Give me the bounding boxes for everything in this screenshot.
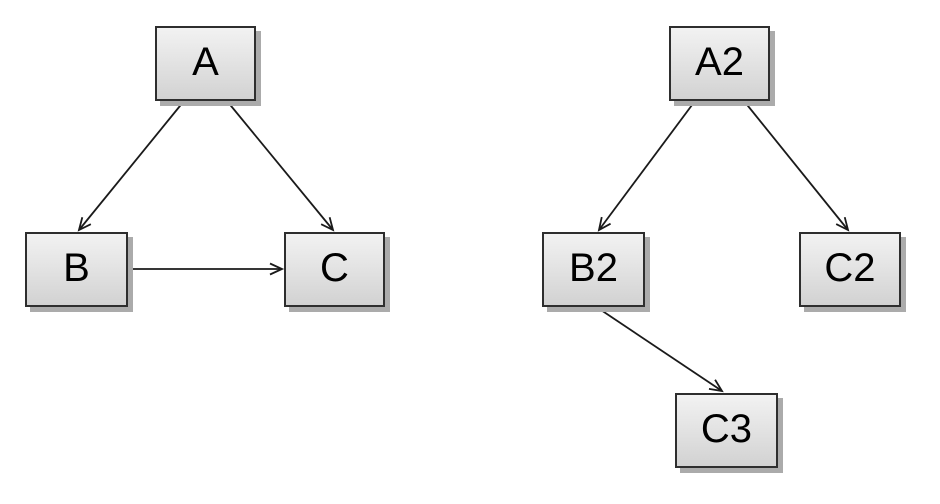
node-a2: A2 (669, 26, 770, 101)
node-c-label: C (320, 245, 349, 290)
edge-b2-to-c3 (594, 305, 724, 393)
node-c3: C3 (675, 393, 778, 468)
edge-a-to-b (77, 100, 185, 232)
node-b2-label: B2 (569, 245, 618, 290)
edge-a-to-c (226, 100, 335, 232)
node-c2-label: C2 (824, 245, 876, 290)
node-a-label: A (192, 39, 219, 84)
node-a: A (155, 26, 256, 101)
node-b: B (25, 232, 128, 307)
node-a2-label: A2 (695, 39, 744, 84)
node-c3-label: C3 (700, 406, 753, 451)
edge-a2-to-c2 (743, 100, 850, 232)
node-b-label: B (63, 245, 90, 290)
node-b2: B2 (542, 232, 645, 307)
node-c: C (284, 232, 385, 307)
node-c2: C2 (799, 232, 901, 307)
edge-a2-to-b2 (597, 100, 696, 232)
